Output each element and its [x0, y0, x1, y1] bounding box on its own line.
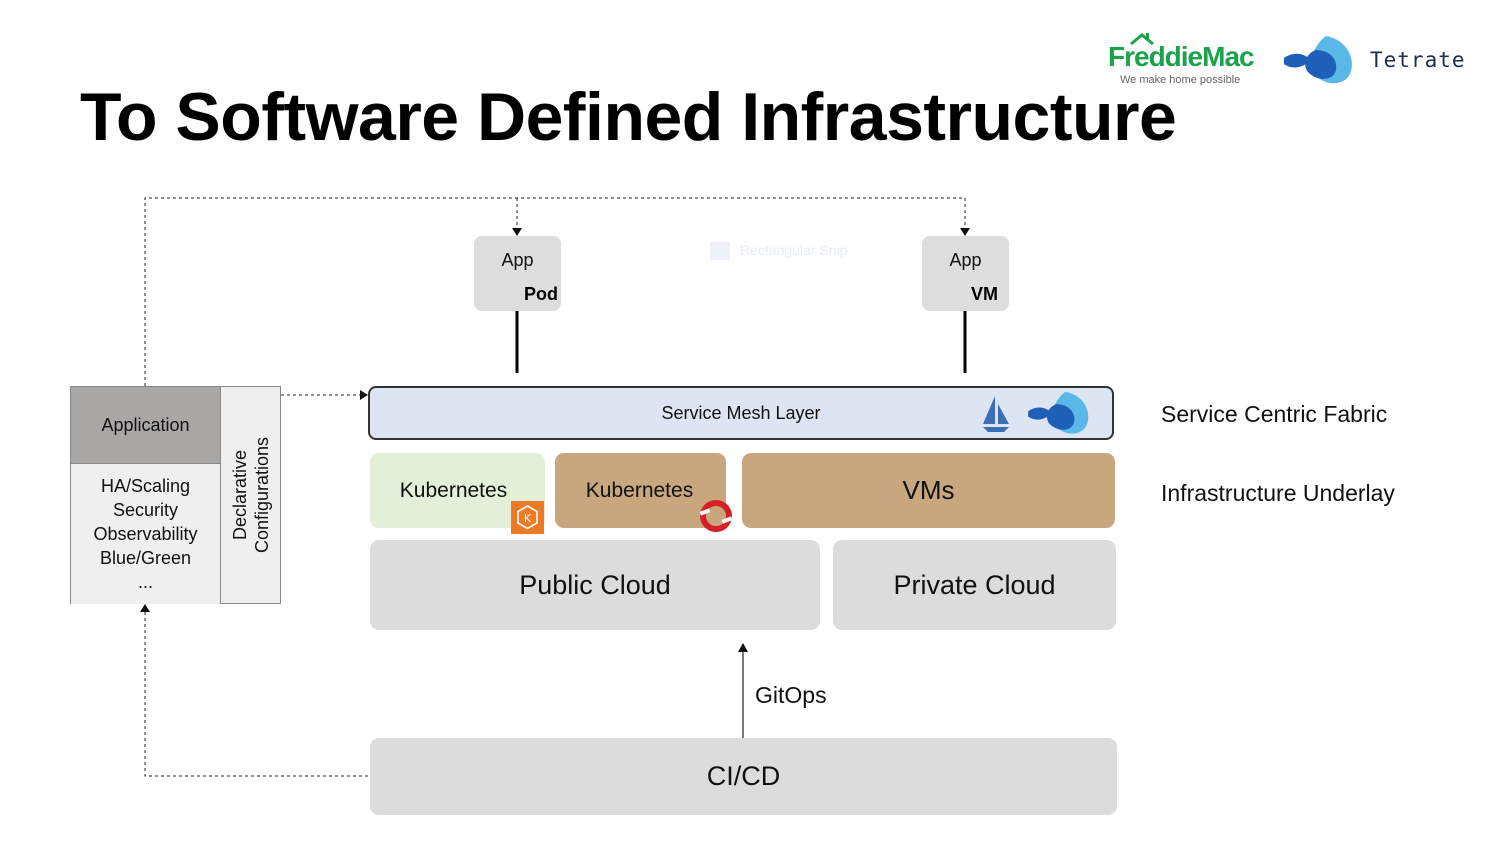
freddie-mac-tagline: We make home possible [1120, 74, 1241, 86]
svg-text:K: K [524, 512, 532, 525]
cicd-label: CI/CD [706, 761, 781, 791]
arrow-head-mesh [360, 390, 368, 400]
kubernetes-openshift-label: Kubernetes [585, 478, 694, 502]
tetrate-logo: Tetrate [1280, 34, 1465, 88]
rectangular-snip-overlay: Rectangular Snip [710, 242, 910, 266]
kubernetes-eks-label: Kubernetes [399, 478, 508, 502]
vms-label: VMs [902, 475, 955, 505]
tetrate-icon [1284, 36, 1352, 84]
application-panel: Application HA/Scaling Security Observab… [70, 386, 281, 604]
feature-item: Observability [93, 524, 198, 544]
application-features: HA/Scaling Security Observability Blue/G… [71, 464, 221, 604]
configurations-line: Configurations [251, 436, 272, 554]
tetrate-wordmark: Tetrate [1370, 48, 1466, 72]
infrastructure-underlay-label: Infrastructure Underlay [1161, 480, 1395, 506]
slide-title: To Software Defined Infrastructure [80, 79, 1177, 155]
vms-box: VMs [742, 453, 1115, 528]
service-centric-fabric-label: Service Centric Fabric [1161, 401, 1388, 427]
house-icon [1130, 33, 1154, 46]
tetrate-icon [1028, 391, 1089, 434]
app-vm-label: App [949, 250, 982, 270]
declarative-line: Declarative [229, 449, 250, 541]
declarative-configurations-label: Declarative Configurations [229, 437, 273, 553]
arrow-head-gitops [738, 643, 748, 652]
freddie-mac-wordmark: FreddieMac [1108, 41, 1255, 72]
arrow-head-vm [960, 228, 970, 236]
arrow-head-pod [512, 228, 522, 236]
feature-item: Blue/Green [99, 548, 192, 568]
app-vm-type: VM [971, 284, 998, 304]
app-pod-type: Pod [524, 284, 558, 304]
declarative-configurations: Declarative Configurations [221, 387, 280, 603]
freddie-mac-logo: FreddieMac We make home possible [1108, 32, 1263, 90]
dashed-line-cicd-feedback [144, 612, 368, 777]
application-header: Application [71, 387, 221, 464]
app-pod-card: App Pod [474, 236, 561, 311]
public-cloud-label: Public Cloud [519, 569, 671, 600]
feature-item: Security [112, 500, 179, 520]
kubernetes-openshift-box: Kubernetes [555, 453, 726, 528]
app-pod-label: App [501, 250, 534, 270]
public-cloud-box: Public Cloud [370, 540, 820, 630]
feature-item: ... [137, 572, 153, 592]
service-mesh-label: Service Mesh Layer [661, 403, 821, 423]
istio-icon [983, 396, 1009, 432]
cicd-box: CI/CD [370, 738, 1117, 815]
arrow-head-application [140, 604, 150, 612]
private-cloud-box: Private Cloud [833, 540, 1116, 630]
snip-label: Rectangular Snip [740, 242, 848, 258]
feature-item: HA/Scaling [100, 476, 191, 496]
gitops-label: GitOps [755, 682, 827, 708]
app-vm-card: App VM [922, 236, 1009, 311]
service-mesh-layer: Service Mesh Layer [368, 386, 1114, 440]
dashed-line-top [144, 197, 965, 386]
eks-icon: K [511, 501, 544, 534]
snip-icon [710, 242, 730, 261]
private-cloud-label: Private Cloud [893, 569, 1056, 600]
openshift-icon [699, 500, 733, 532]
